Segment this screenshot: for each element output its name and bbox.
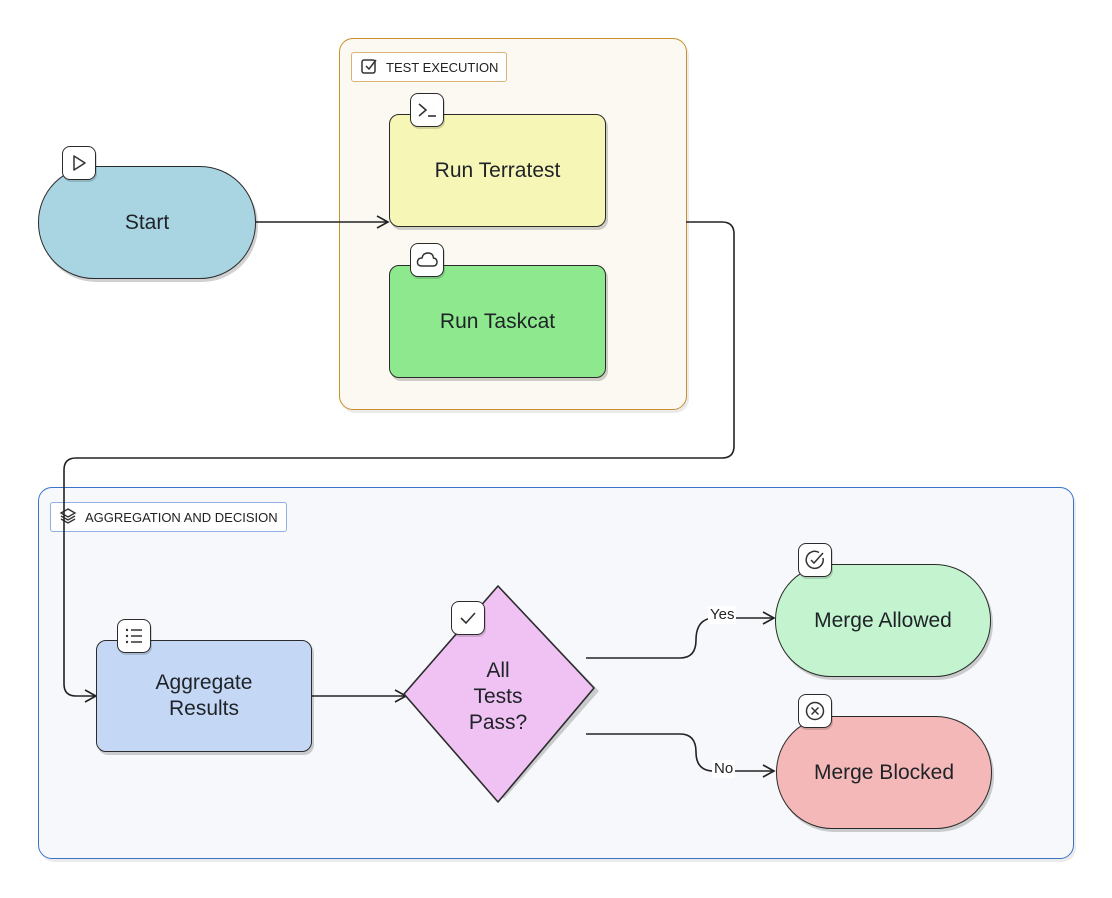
check-icon (451, 601, 485, 635)
start-node[interactable]: Start (38, 166, 256, 279)
list-icon (117, 619, 151, 653)
group-title: TEST EXECUTION (386, 59, 499, 75)
play-icon (62, 146, 96, 180)
x-circle-icon (798, 694, 832, 728)
aggregate-results-node[interactable]: Aggregate Results (96, 640, 312, 752)
group-title: AGGREGATION AND DECISION (85, 509, 278, 525)
run-taskcat-node[interactable]: Run Taskcat (389, 265, 606, 378)
aggregate-results-label: Aggregate Results (155, 671, 253, 720)
edge-decision-to-blocked (586, 733, 776, 778)
check-circle-icon (798, 543, 832, 577)
decision-label: All Tests Pass? (468, 659, 528, 734)
cloud-icon (410, 243, 444, 277)
run-taskcat-label: Run Taskcat (439, 309, 556, 333)
edge-decision-to-allowed (586, 611, 776, 659)
edge-label-no: No (712, 760, 736, 778)
terminal-icon (410, 93, 444, 127)
merge-allowed-label: Merge Allowed (814, 608, 952, 632)
group-test-execution-label: TEST EXECUTION (351, 52, 508, 82)
group-aggregation-decision-label: AGGREGATION AND DECISION (50, 502, 287, 532)
merge-blocked-node[interactable]: Merge Blocked (776, 716, 992, 829)
edge-terratest-to-aggregate (63, 221, 735, 703)
run-terratest-label: Run Terratest (434, 158, 561, 182)
start-label: Start (124, 210, 170, 234)
merge-blocked-label: Merge Blocked (813, 760, 955, 784)
checkbox-icon (360, 57, 378, 78)
run-terratest-node[interactable]: Run Terratest (389, 114, 606, 227)
merge-allowed-node[interactable]: Merge Allowed (775, 564, 991, 677)
edge-label-yes: Yes (708, 606, 737, 624)
